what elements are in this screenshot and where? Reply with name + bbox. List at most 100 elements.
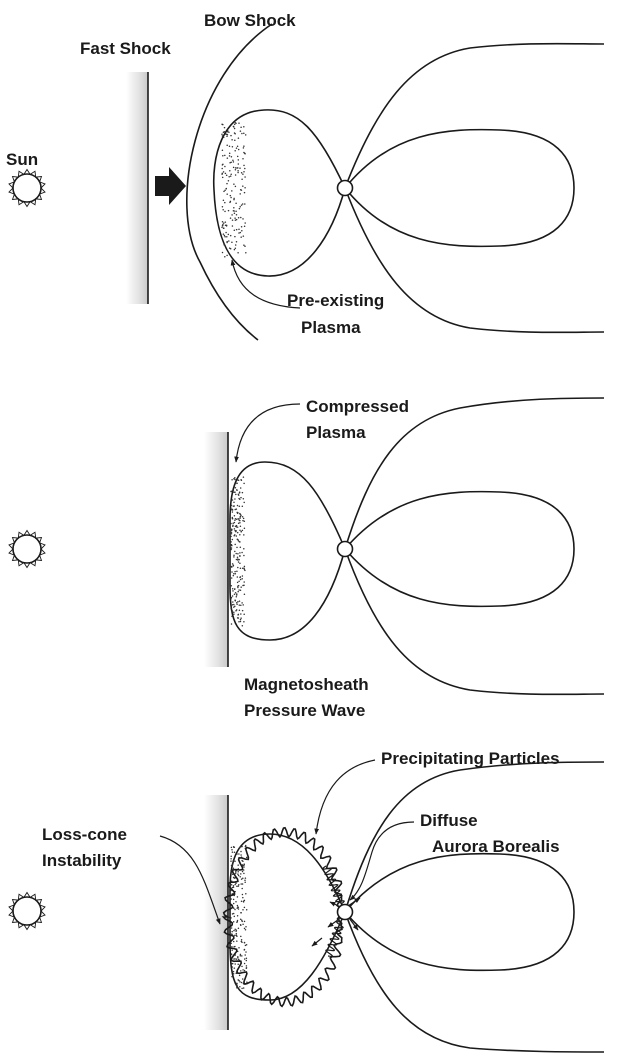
- plasma-dot: [224, 189, 226, 191]
- plasma-dot: [237, 512, 239, 514]
- plasma-dot: [237, 553, 239, 555]
- plasma-dot: [236, 853, 238, 855]
- plasma-dot: [234, 909, 236, 911]
- plasma-dot: [231, 505, 233, 507]
- plasma-dot: [237, 170, 239, 172]
- plasma-dot: [231, 531, 233, 533]
- plasma-dot: [234, 213, 236, 215]
- plasma-dot: [224, 166, 226, 168]
- plasma-dot: [222, 163, 224, 165]
- plasma-dot: [244, 593, 246, 595]
- plasma-dot: [244, 527, 246, 529]
- plasma-dot: [237, 905, 239, 907]
- plasma-dot: [233, 913, 235, 915]
- plasma-dot: [228, 176, 230, 178]
- plasma-dot: [225, 232, 227, 234]
- plasma-dot: [231, 156, 233, 158]
- solid-arrow-icon: [155, 167, 186, 205]
- plasma-dot: [237, 964, 239, 966]
- loss-cone-label-line1: Loss-cone: [42, 825, 127, 844]
- plasma-dot: [232, 219, 234, 221]
- plasma-dot: [226, 193, 228, 195]
- plasma-dot: [233, 573, 235, 575]
- plasma-dot: [233, 161, 235, 163]
- plasma-dot: [243, 498, 245, 500]
- plasma-dot: [234, 528, 236, 530]
- precipitating-label: Precipitating Particles: [381, 749, 560, 768]
- plasma-dot: [236, 535, 238, 537]
- plasma-dot: [243, 165, 245, 167]
- plasma-dot: [237, 585, 239, 587]
- plasma-dot: [222, 177, 224, 179]
- plasma-dot: [226, 144, 228, 146]
- plasma-dot: [230, 855, 232, 857]
- plasma-dot: [239, 604, 241, 606]
- plasma-dot: [235, 494, 237, 496]
- plasma-dot: [244, 153, 246, 155]
- plasma-dot: [242, 604, 244, 606]
- plasma-dot: [234, 249, 236, 251]
- plasma-dot: [236, 483, 238, 485]
- plasma-dot: [223, 136, 225, 138]
- plasma-dot: [241, 982, 243, 984]
- compressed-label-line2: Plasma: [306, 423, 366, 442]
- plasma-dot: [238, 853, 240, 855]
- plasma-dot: [231, 577, 233, 579]
- plasma-dot: [244, 970, 246, 972]
- plasma-dot: [230, 508, 232, 510]
- plasma-dot: [232, 966, 234, 968]
- plasma-dot: [240, 970, 242, 972]
- plasma-dot: [238, 137, 240, 139]
- plasma-dot: [238, 927, 240, 929]
- plasma-dot: [239, 975, 241, 977]
- plasma-dot: [246, 960, 248, 962]
- plasma-dot: [243, 901, 245, 903]
- plasma-dot: [233, 489, 235, 491]
- plasma-dot: [233, 505, 235, 507]
- plasma-dot: [235, 167, 237, 169]
- plasma-dot: [239, 534, 241, 536]
- plasma-dot: [246, 909, 248, 911]
- plasma-dot: [235, 244, 237, 246]
- plasma-dot: [243, 147, 245, 149]
- plasma-dot: [234, 916, 236, 918]
- plasma-dot: [243, 534, 245, 536]
- plasma-dot: [241, 602, 243, 604]
- plasma-dot: [242, 877, 244, 879]
- sun-icon: [9, 531, 45, 568]
- plasma-dot: [242, 894, 244, 896]
- plasma-dot: [226, 135, 228, 137]
- plasma-dot: [231, 610, 233, 612]
- plasma-dot: [232, 526, 234, 528]
- plasma-dot: [245, 945, 247, 947]
- plasma-dot: [242, 969, 244, 971]
- plasma-dot: [234, 498, 236, 500]
- plasma-dot: [236, 594, 238, 596]
- plasma-dot: [233, 604, 235, 606]
- plasma-dot: [240, 621, 242, 623]
- plasma-dot: [239, 577, 241, 579]
- south-open-field-line: [345, 912, 604, 1052]
- plasma-dot: [244, 222, 246, 224]
- compressed-label-line1: Compressed: [306, 397, 409, 416]
- dayside-closed-field-line: [230, 462, 345, 640]
- plasma-dot: [236, 940, 238, 942]
- plasma-dot: [244, 176, 246, 178]
- plasma-dot: [224, 155, 226, 157]
- plasma-dot: [239, 981, 241, 983]
- plasma-dot: [230, 870, 232, 872]
- plasma-dot: [224, 256, 226, 258]
- plasma-dot: [243, 581, 245, 583]
- plasma-dot: [240, 525, 242, 527]
- plasma-dot: [229, 202, 231, 204]
- plasma-dot: [241, 988, 243, 990]
- plasma-dot: [222, 252, 224, 254]
- plasma-dot: [240, 617, 242, 619]
- plasma-dot: [239, 492, 241, 494]
- particle-arrow: [312, 938, 322, 946]
- plasma-dot: [230, 175, 232, 177]
- plasma-dot: [241, 941, 243, 943]
- plasma-dot: [237, 582, 239, 584]
- plasma-dot: [240, 497, 242, 499]
- plasma-dot: [237, 871, 239, 873]
